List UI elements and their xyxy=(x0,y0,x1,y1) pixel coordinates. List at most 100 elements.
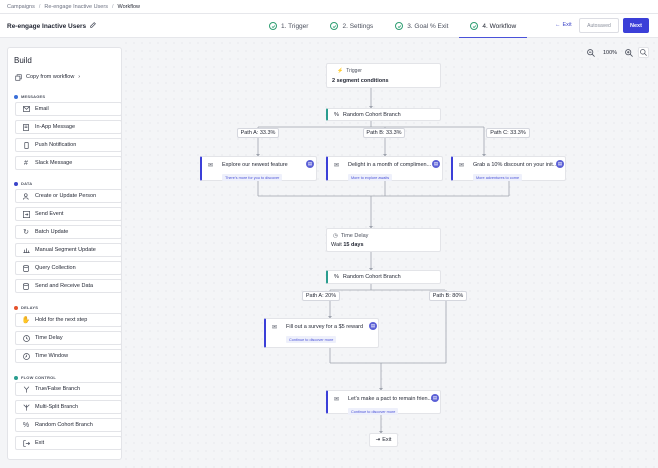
stats-badge-icon[interactable]: ▤ xyxy=(369,322,377,330)
branch-label: Random Cohort Branch xyxy=(342,274,401,280)
segment-icon xyxy=(22,246,30,254)
check-circle-icon xyxy=(395,22,404,30)
build-item-label: In-App Message xyxy=(35,124,76,130)
tab-goal-exit[interactable]: 3. Goal % Exit xyxy=(384,14,459,38)
tab-label: 4. Workflow xyxy=(482,22,517,30)
message-tag: Continue to discover more xyxy=(348,408,399,415)
envelope-icon: ✉ xyxy=(334,397,340,403)
random-cohort-branch-node[interactable]: % Random Cohort Branch xyxy=(326,108,441,121)
build-item-label: Send and Receive Data xyxy=(35,283,94,289)
build-item-label: Multi-Split Branch xyxy=(35,404,79,410)
build-title: Build xyxy=(14,56,32,65)
copy-label: Copy from workflow xyxy=(26,74,75,80)
build-item-in-app-message[interactable]: In-App Message xyxy=(15,120,122,134)
email-node[interactable]: ✉ Grab a 10% discount on your init... Mo… xyxy=(451,156,566,181)
email-node[interactable]: ✉ Delight in a month of complimen... Mor… xyxy=(326,156,443,181)
multi-split-icon xyxy=(22,403,30,411)
tab-workflow[interactable]: 4. Workflow xyxy=(459,14,528,38)
breadcrumb: Campaigns / Re-engage Inactive Users / W… xyxy=(0,0,658,14)
autosaved-button[interactable]: Autosaved xyxy=(579,18,619,33)
build-item-send-and-receive-data[interactable]: Send and Receive Data xyxy=(15,279,122,293)
delay-duration: 15 days xyxy=(343,242,364,248)
clock-icon: ◷ xyxy=(333,233,338,239)
envelope-icon: ✉ xyxy=(208,163,214,169)
copy-from-workflow-button[interactable]: Copy from workflow › xyxy=(14,73,80,81)
build-item-slack-message[interactable]: # Slack Message xyxy=(15,156,122,170)
chevron-right-icon: › xyxy=(78,74,81,80)
tab-label: 1. Trigger xyxy=(281,22,309,30)
email-node[interactable]: ✉ Fill out a survey for a $5 reward Cont… xyxy=(264,318,379,348)
clock-icon xyxy=(22,334,30,342)
stats-badge-icon[interactable]: ▤ xyxy=(556,160,564,168)
build-item-label: Batch Update xyxy=(35,229,69,235)
build-item-email[interactable]: Email xyxy=(15,102,122,116)
path-b-pill[interactable]: Path B: 33.3% xyxy=(363,128,405,138)
stats-badge-icon[interactable]: ▤ xyxy=(306,160,314,168)
path-c-pill[interactable]: Path C: 33.3% xyxy=(486,128,530,138)
exit-node[interactable]: ⇥ Exit xyxy=(369,433,398,447)
time-window-icon xyxy=(22,352,30,360)
tab-trigger[interactable]: 1. Trigger xyxy=(258,14,319,38)
section-messages: MESSAGES xyxy=(14,94,45,99)
exit-label: Exit xyxy=(382,437,392,443)
exit-icon xyxy=(22,439,30,447)
person-edit-icon xyxy=(22,192,30,200)
envelope-icon: ✉ xyxy=(272,325,278,331)
exit-link[interactable]: ← Exit xyxy=(555,22,572,28)
build-item-time-delay[interactable]: Time Delay xyxy=(15,331,122,345)
trigger-value: 2 segment conditions xyxy=(332,78,389,84)
build-item-multi-split-branch[interactable]: Multi-Split Branch xyxy=(15,400,122,414)
build-item-random-cohort-branch[interactable]: % Random Cohort Branch xyxy=(15,418,122,432)
build-item-push-notification[interactable]: Push Notification xyxy=(15,138,122,152)
envelope-icon xyxy=(22,105,30,113)
breadcrumb-campaign[interactable]: Re-engage Inactive Users xyxy=(44,3,108,10)
stats-badge-icon[interactable]: ▤ xyxy=(432,160,440,168)
trigger-node[interactable]: ⚡ Trigger 2 segment conditions xyxy=(326,63,441,88)
message-title: Fill out a survey for a $5 reward xyxy=(286,324,364,330)
tab-settings[interactable]: 2. Settings xyxy=(319,14,384,38)
build-item-hold-for-next-step[interactable]: ✋ Hold for the next step xyxy=(15,313,122,327)
breadcrumb-campaigns[interactable]: Campaigns xyxy=(7,3,35,10)
build-item-label: Time Window xyxy=(35,353,69,359)
message-title: Delight in a month of complimen... xyxy=(348,162,432,168)
next-button[interactable]: Next xyxy=(623,18,649,33)
email-node[interactable]: ✉ Explore our newest feature There's mor… xyxy=(200,156,317,181)
build-item-send-event[interactable]: Send Event xyxy=(15,207,122,221)
envelope-icon: ✉ xyxy=(334,163,340,169)
time-delay-node[interactable]: ◷ Time Delay Wait 15 days xyxy=(326,228,441,252)
build-item-exit[interactable]: Exit xyxy=(15,436,122,450)
message-tag: There's more for you to discover xyxy=(222,174,283,181)
zoom-in-icon[interactable] xyxy=(624,48,634,58)
section-dot xyxy=(14,375,18,380)
build-item-batch-update[interactable]: ↻ Batch Update xyxy=(15,225,122,239)
arrow-left-icon: ← xyxy=(555,22,561,28)
build-item-create-or-update-person[interactable]: Create or Update Person xyxy=(15,189,122,203)
section-label: DATA xyxy=(21,181,33,186)
build-item-manual-segment-update[interactable]: Manual Segment Update xyxy=(15,243,122,257)
delay-header: ◷ Time Delay xyxy=(333,233,368,239)
build-item-query-collection[interactable]: Query Collection xyxy=(15,261,122,275)
zoom-out-icon[interactable] xyxy=(586,48,596,58)
stats-badge-icon[interactable]: ▤ xyxy=(431,394,439,402)
build-item-label: Hold for the next step xyxy=(35,317,88,323)
branch-label: Random Cohort Branch xyxy=(342,111,401,118)
top-bar: Re-engage Inactive Users 1. Trigger 2. S… xyxy=(0,14,658,38)
fit-view-icon[interactable] xyxy=(638,47,650,58)
path-a-pill[interactable]: Path A: 33.3% xyxy=(237,128,279,138)
section-label: FLOW CONTROL xyxy=(21,375,57,380)
trigger-header: ⚡ Trigger xyxy=(337,68,362,74)
exit-label: Exit xyxy=(562,22,572,28)
build-item-true-false-branch[interactable]: True/False Branch xyxy=(15,382,122,396)
trigger-label: Trigger xyxy=(346,68,362,74)
delay-prefix: Wait xyxy=(331,242,342,248)
in-app-icon xyxy=(22,123,30,131)
edit-pencil-icon[interactable] xyxy=(90,22,97,30)
random-cohort-branch-node[interactable]: % Random Cohort Branch xyxy=(326,270,441,284)
build-item-time-window[interactable]: Time Window xyxy=(15,349,122,363)
section-dot xyxy=(14,181,18,186)
delay-value: Wait 15 days xyxy=(331,242,364,248)
email-node[interactable]: ✉ Let's make a pact to remain frien... C… xyxy=(326,390,441,415)
path-a-pill[interactable]: Path A: 20% xyxy=(302,291,340,301)
path-b-pill[interactable]: Path B: 80% xyxy=(429,291,467,301)
